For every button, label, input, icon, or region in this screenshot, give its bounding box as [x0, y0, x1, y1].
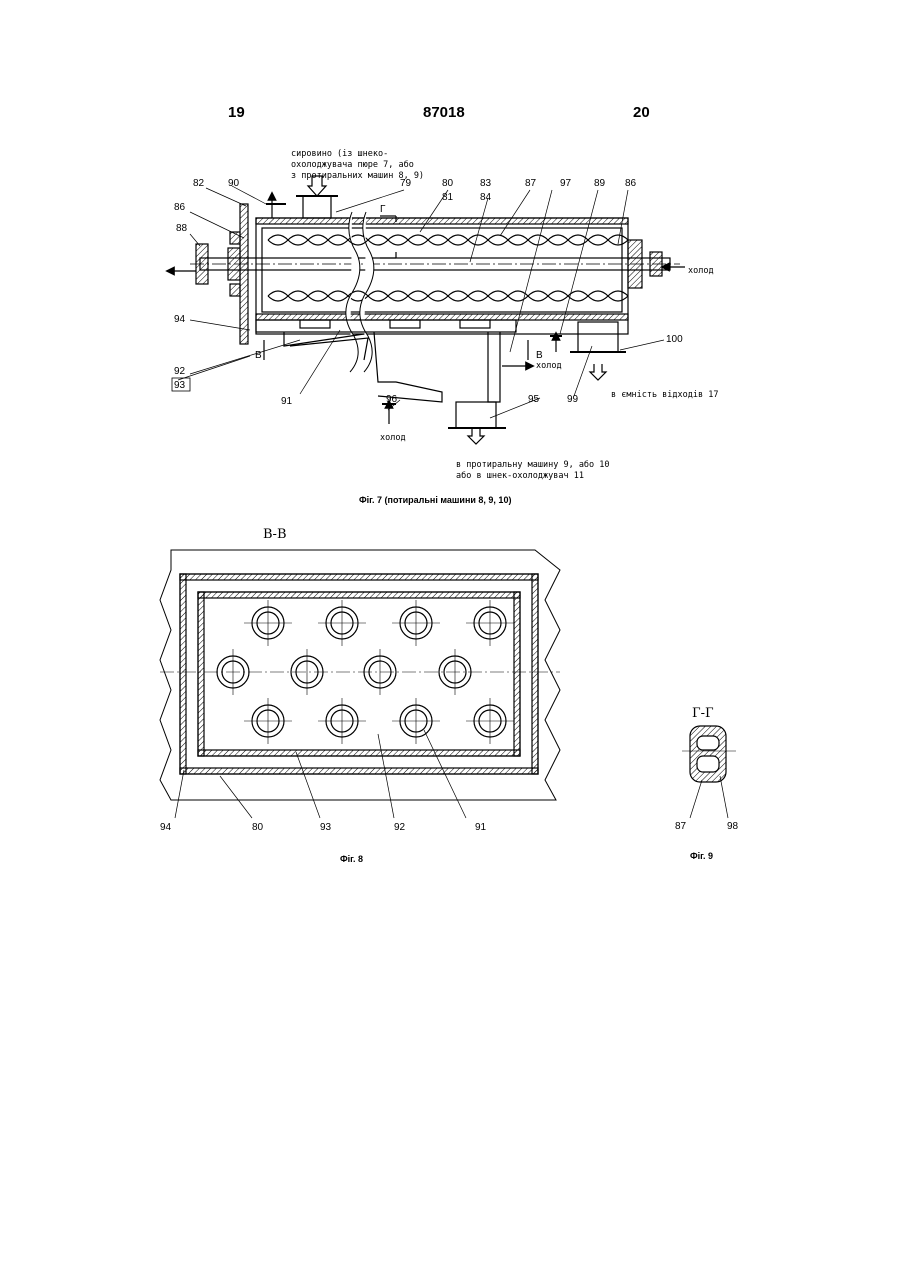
label-81: 81 — [442, 192, 454, 203]
label-84: 84 — [480, 192, 492, 203]
fig8-label-80: 80 — [252, 822, 264, 833]
right-bearing — [628, 240, 642, 288]
inner-frame-93 — [198, 592, 520, 756]
cold-label-shaft: холод — [688, 266, 714, 276]
note-input-line3: з протиральних машин 8, 9) — [291, 171, 424, 181]
section-mark-b-right: В — [536, 350, 543, 361]
label-89: 89 — [594, 178, 606, 189]
label-90: 90 — [228, 178, 240, 189]
collection-hopper — [374, 332, 442, 402]
label-82: 82 — [193, 178, 205, 189]
outer-frame-94 — [180, 574, 538, 774]
cold-label-bottom: холод — [380, 433, 406, 443]
label-92: 92 — [174, 366, 186, 377]
hole — [439, 649, 471, 695]
hole — [318, 698, 366, 744]
fig8-label-93: 93 — [320, 822, 332, 833]
label-94: 94 — [174, 314, 186, 325]
inlet-pipe — [303, 196, 331, 218]
fig9-caption: Фіг. 9 — [690, 851, 713, 861]
note-input-line1: сировино (із шнеко- — [291, 149, 388, 159]
hole — [466, 698, 514, 744]
label-97: 97 — [560, 178, 572, 189]
waste-outlet — [578, 322, 618, 352]
fig8-label-92: 92 — [394, 822, 406, 833]
fig8-label-91: 91 — [475, 822, 487, 833]
fig8-label-94: 94 — [160, 822, 172, 833]
hole — [392, 600, 440, 646]
cold-label-right: холод — [536, 361, 562, 371]
hole — [244, 600, 292, 646]
label-95: 95 — [528, 394, 540, 405]
label-88: 88 — [176, 223, 188, 234]
note-input-line2: охолоджувача пюре 7, або — [291, 159, 414, 170]
fig8-caption: Фіг. 8 — [340, 854, 363, 864]
fig9-label-98: 98 — [727, 821, 739, 832]
hole — [364, 649, 396, 695]
fig7-caption: Фіг. 7 (потиральні машини 8, 9, 10) — [359, 495, 511, 505]
section-boundary — [160, 550, 560, 800]
blade-section — [690, 726, 726, 782]
hole — [318, 600, 366, 646]
hole — [291, 649, 323, 695]
mounting-plate — [240, 204, 248, 344]
fig7-drawing — [170, 176, 685, 444]
section-mark-b-left: В — [255, 350, 262, 361]
label-80: 80 — [442, 178, 454, 189]
label-86-left: 86 — [174, 202, 186, 213]
hole — [466, 600, 514, 646]
fig8-drawing — [160, 550, 560, 800]
fig9-drawing — [682, 726, 736, 818]
fig8-section-title: В-В — [263, 527, 287, 542]
hole — [217, 649, 249, 695]
label-93: 93 — [174, 380, 186, 391]
label-86-right: 86 — [625, 178, 637, 189]
label-83: 83 — [480, 178, 492, 189]
fig9-label-87: 87 — [675, 821, 687, 832]
section-mark-g-top: Г — [380, 204, 386, 215]
hole — [392, 698, 440, 744]
note-output-line2: або в шнек-охолоджувач 11 — [456, 470, 584, 481]
cooling-jacket — [256, 320, 516, 332]
label-99: 99 — [567, 394, 579, 405]
label-87: 87 — [525, 178, 537, 189]
hole — [244, 698, 292, 744]
drive-pulley — [196, 244, 208, 284]
note-output-line1: в протиральну машину 9, або 10 — [456, 459, 610, 470]
fig9-section-title: Г-Г — [692, 706, 714, 721]
note-waste: в ємність відходів 17 — [611, 390, 718, 400]
label-96: 96 — [386, 394, 398, 405]
outlet-pipe-95 — [456, 402, 496, 428]
label-100: 100 — [666, 334, 683, 345]
label-91: 91 — [281, 396, 293, 407]
